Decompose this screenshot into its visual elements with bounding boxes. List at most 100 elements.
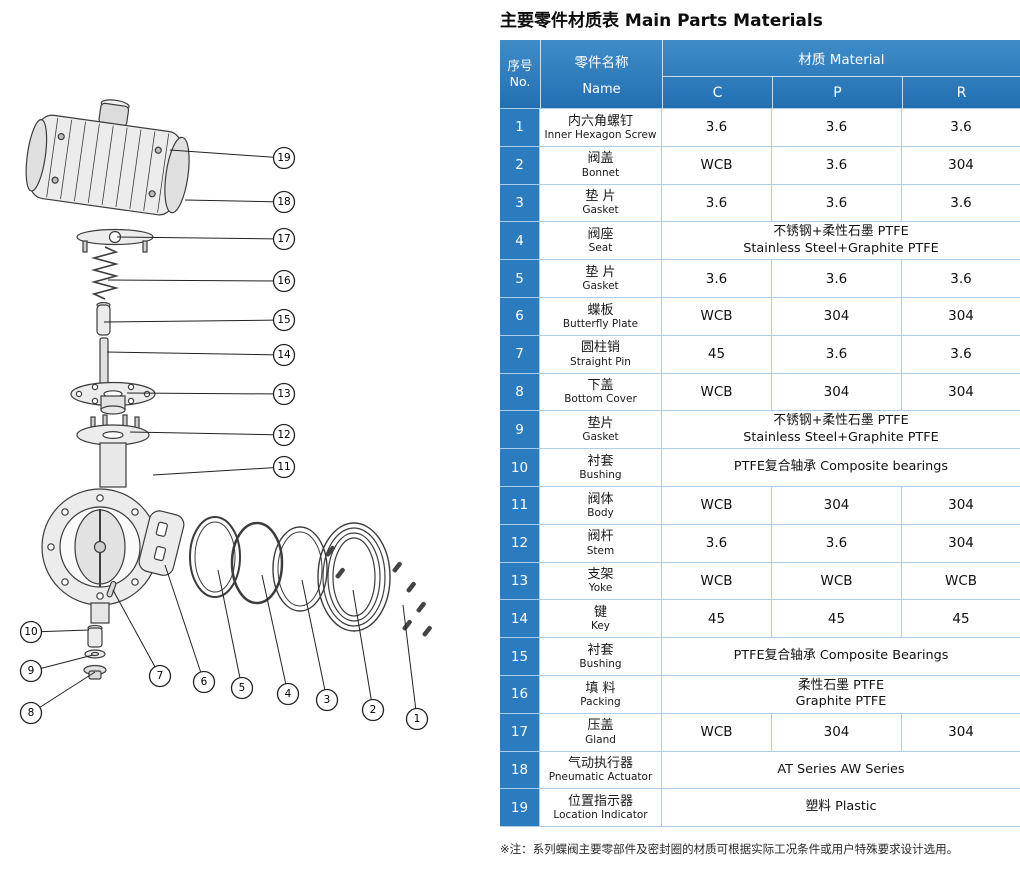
material-r-value: 45 <box>952 610 970 627</box>
row-number: 15 <box>500 638 540 675</box>
callout-number: 6 <box>201 676 208 688</box>
row-number: 5 <box>500 260 540 297</box>
ring-3-drawing <box>272 526 328 612</box>
lower-flange-drawing <box>76 414 150 446</box>
callout-10: 10 <box>19 620 90 644</box>
material-p-value: 3.6 <box>772 184 902 222</box>
part-name-cn: 垫 片 <box>585 189 616 205</box>
material-r-value: 3.6 <box>950 119 972 136</box>
material-spanning-value: 塑料 Plastic <box>662 789 1020 826</box>
header-material-p: P <box>772 76 902 108</box>
row-number: 2 <box>500 146 540 184</box>
callout-number: 18 <box>277 196 290 208</box>
part-name-en: Yoke <box>588 582 613 595</box>
callout-19: 19 <box>169 146 296 170</box>
header-material-r: R <box>902 76 1020 108</box>
callout-13: 13 <box>126 382 296 406</box>
part-name-en: Key <box>590 620 611 633</box>
callout-number: 15 <box>277 314 290 326</box>
header-name: 零件名称 Name <box>540 40 662 108</box>
material-span-line: Stainless Steel+Graphite PTFE <box>743 240 939 256</box>
material-spanning-value: PTFE复合轴承 Composite Bearings <box>662 638 1020 675</box>
material-c-value: 3.6 <box>662 260 772 297</box>
material-spanning-value: AT Series AW Series <box>662 752 1020 789</box>
material-span-line: Graphite PTFE <box>795 694 887 710</box>
material-p-value: 45 <box>772 600 902 638</box>
callout-11: 11 <box>152 455 296 479</box>
part-name-en: Pneumatic Actuator <box>548 771 653 784</box>
part-name-cn: 支架 <box>587 567 614 583</box>
material-c-value: WCB <box>662 146 772 184</box>
part-name-cn: 压盖 <box>587 718 614 734</box>
material-span-line: AT Series AW Series <box>777 761 905 777</box>
material-c-value: WCB <box>662 297 772 335</box>
material-c-value: 45 <box>662 600 772 638</box>
callout-number: 14 <box>277 349 291 361</box>
row-number: 1 <box>500 109 540 146</box>
part-name-en: Packing <box>580 695 621 708</box>
part-name-en: Inner Hexagon Screw <box>544 128 657 141</box>
material-p-value: 3.6 <box>772 146 902 184</box>
callout-9: 9 <box>19 654 94 683</box>
header-name-cn: 零件名称 <box>574 55 629 71</box>
callout-18: 18 <box>184 190 296 214</box>
material-span-line: PTFE复合轴承 Composite bearings <box>733 459 949 475</box>
part-name-cn: 垫片 <box>587 415 614 431</box>
material-r-value: 3.6 <box>950 346 972 363</box>
callout-number: 11 <box>277 461 290 473</box>
material-c-value: 45 <box>662 335 772 373</box>
material-span-line: Stainless Steel+Graphite PTFE <box>743 429 939 445</box>
part-name-en: Body <box>587 506 614 519</box>
part-name-cn: 衬套 <box>587 642 614 658</box>
material-p-value: 3.6 <box>772 260 902 297</box>
part-name-cn: 内六角螺钉 <box>567 113 633 129</box>
part-name-en: Bottom Cover <box>564 393 637 406</box>
part-name-cn: 键 <box>593 604 607 620</box>
header-no-en: No. <box>509 74 531 89</box>
callout-number: 10 <box>24 626 37 638</box>
material-r-value: 3.6 <box>950 270 972 287</box>
part-name-cn: 填 料 <box>585 680 616 696</box>
callout-17: 17 <box>116 227 296 251</box>
material-span-line: 不锈钢+柔性石墨 PTFE <box>773 224 909 240</box>
material-p-value: 304 <box>772 486 902 524</box>
header-material-c: C <box>662 76 772 108</box>
header-name-en: Name <box>582 82 621 97</box>
part-name-en: Bushing <box>579 658 622 671</box>
callout-number: 3 <box>324 694 331 706</box>
part-name-cn: 蝶板 <box>587 302 614 318</box>
callout-number: 5 <box>239 682 246 694</box>
row-number: 9 <box>500 411 540 449</box>
material-span-line: 塑料 Plastic <box>805 799 877 815</box>
seat-ring-drawing <box>317 522 391 632</box>
callout-14: 14 <box>106 343 296 367</box>
callout-7: 7 <box>112 589 172 688</box>
material-c-value: 3.6 <box>662 109 772 146</box>
part-name-cn: 垫 片 <box>585 264 616 280</box>
row-number: 6 <box>500 297 540 335</box>
row-number: 4 <box>500 222 540 260</box>
bottom-bushing-drawing <box>87 624 103 648</box>
material-p-value: WCB <box>772 562 902 600</box>
